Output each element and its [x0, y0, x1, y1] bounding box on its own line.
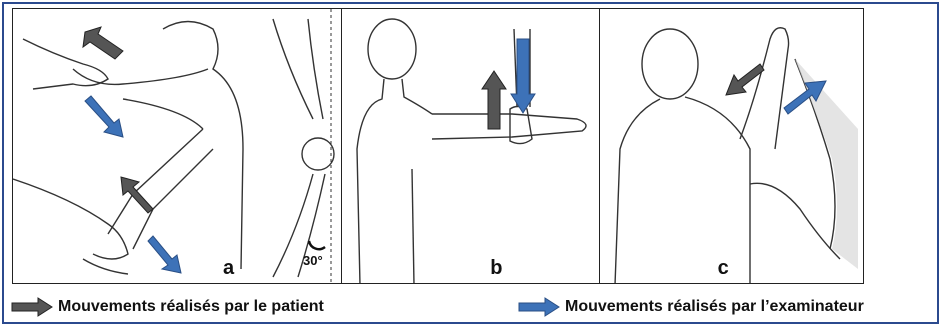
gray-arrow-icon — [10, 296, 54, 318]
panel-a-illustration — [13, 9, 342, 283]
panel-a: a 30° — [13, 9, 342, 283]
panel-b-illustration — [342, 9, 599, 283]
legend-examiner: Mouvements réalisés par l’examinateur — [517, 296, 864, 318]
panel-c: c — [600, 9, 863, 283]
patient-arrow-2 — [121, 177, 153, 213]
examiner-arm — [795, 59, 858, 269]
angle-annotation: 30° — [303, 253, 323, 268]
legend-patient: Mouvements réalisés par le patient — [10, 296, 324, 318]
patient-arrow — [726, 64, 764, 95]
legend-patient-text: Mouvements réalisés par le patient — [58, 298, 324, 316]
blue-arrow-icon — [517, 296, 561, 318]
panel-c-label: c — [718, 257, 729, 280]
panel-b: b — [342, 9, 599, 283]
panel-c-illustration — [600, 9, 863, 283]
examiner-arrow-2 — [148, 236, 181, 273]
patient-arrow-1 — [83, 27, 123, 59]
examiner-arrow-1 — [85, 96, 123, 137]
patient-arrow — [482, 71, 506, 129]
panels-row: a 30° b — [12, 8, 864, 284]
panel-b-label: b — [490, 257, 502, 280]
angle-arc — [309, 241, 325, 249]
legend-examiner-text: Mouvements réalisés par l’examinateur — [565, 298, 864, 316]
panel-a-label: a — [223, 257, 234, 280]
